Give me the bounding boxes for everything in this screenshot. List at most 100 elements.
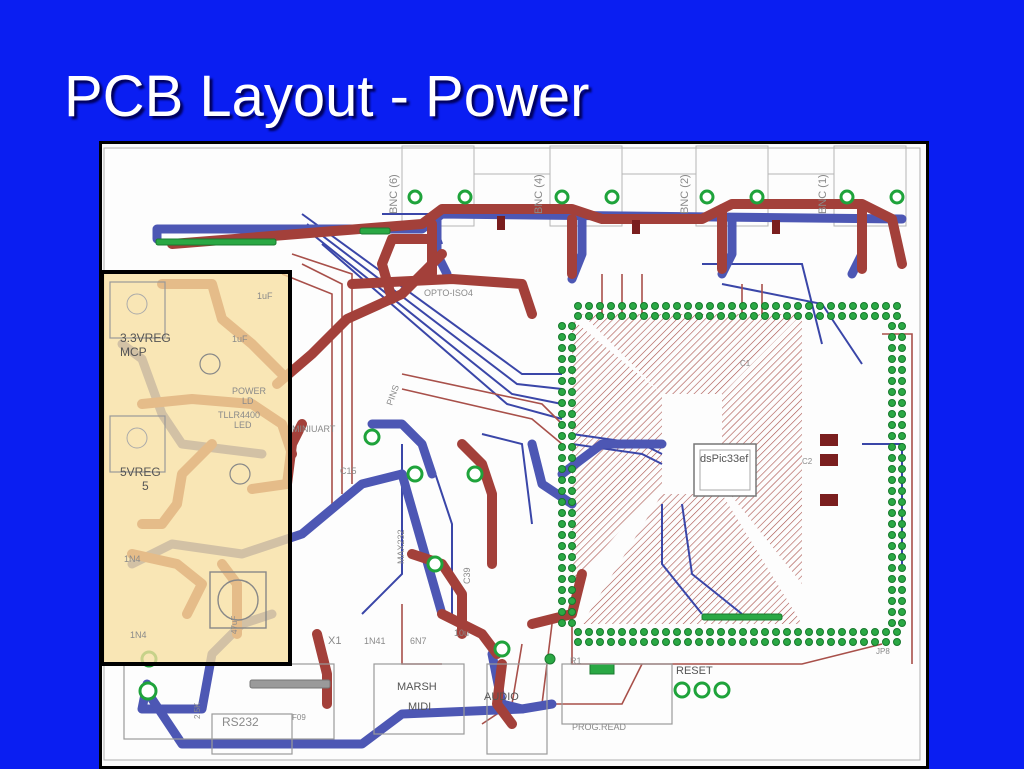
cpu-pad — [888, 553, 896, 561]
cpu-pad — [888, 498, 896, 506]
label-opto: OPTO-ISO4 — [424, 288, 473, 298]
cpu-pad — [568, 443, 576, 451]
cpu-pad — [568, 410, 576, 418]
cpu-pad — [673, 302, 681, 310]
cpu-pad — [772, 628, 780, 636]
cpu-pad — [596, 628, 604, 636]
cpu-pad — [849, 628, 857, 636]
cpu-pad — [629, 638, 637, 646]
cpu-pad — [783, 628, 791, 636]
cpu-pad — [558, 366, 566, 374]
cpu-pad — [888, 520, 896, 528]
cpu-pad — [893, 302, 901, 310]
cpu-pad — [838, 638, 846, 646]
cpu-pad — [558, 564, 566, 572]
cpu-pad — [607, 638, 615, 646]
pcb-layout-drawing: dsPic33ef — [102, 145, 921, 761]
label-bnc4: BNC (4) — [533, 174, 545, 214]
cpu-pad — [888, 421, 896, 429]
cpu-pad — [558, 476, 566, 484]
cpu-pad — [568, 608, 576, 616]
cpu-pad — [558, 498, 566, 506]
cpu-pad — [585, 638, 593, 646]
cpu-pad — [607, 628, 615, 636]
cpu-pad — [838, 628, 846, 636]
cpu-pad — [888, 355, 896, 363]
cpu-pad — [898, 465, 906, 473]
cpu-pad — [871, 302, 879, 310]
label-reset: RESET — [676, 665, 713, 677]
cpu-pad — [805, 628, 813, 636]
cpu-pad — [888, 487, 896, 495]
cpu-pad — [618, 312, 626, 320]
cpu-pad — [772, 312, 780, 320]
label-r1: R1 — [570, 656, 582, 666]
cpu-pad — [772, 302, 780, 310]
cpu-pad — [706, 638, 714, 646]
cpu-pad — [882, 302, 890, 310]
cpu-pad — [568, 509, 576, 517]
cpu-pad — [898, 597, 906, 605]
cpu-pad — [558, 509, 566, 517]
label-bnc2: BNC (2) — [679, 174, 691, 214]
cpu-pad — [871, 638, 879, 646]
cpu-pad — [695, 638, 703, 646]
label-ld: LD — [242, 396, 254, 406]
label-5vreg-b: 5 — [142, 479, 149, 493]
cpu-pad — [568, 421, 576, 429]
cpu-pad — [898, 377, 906, 385]
cpu-pad — [898, 575, 906, 583]
cpu-pad — [794, 302, 802, 310]
cpu-pad — [893, 638, 901, 646]
cpu-pad — [558, 619, 566, 627]
cpu-pad — [673, 312, 681, 320]
cpu-pad — [888, 476, 896, 484]
cpu-pad — [640, 638, 648, 646]
cpu-pad — [898, 608, 906, 616]
cpu-pad — [898, 322, 906, 330]
cpu-fanout — [572, 314, 802, 624]
cpu-pad — [662, 628, 670, 636]
cpu-pad — [888, 432, 896, 440]
label-c2: C2 — [802, 457, 813, 466]
cpu-pad — [838, 302, 846, 310]
cpu-pad — [585, 628, 593, 636]
cpu-pad — [783, 312, 791, 320]
cpu-pad — [838, 312, 846, 320]
cpu-pad — [750, 638, 758, 646]
cpu-pad — [574, 628, 582, 636]
cpu-pad — [898, 520, 906, 528]
cpu-pad — [882, 638, 890, 646]
cpu-pad — [568, 333, 576, 341]
cpu-pad — [898, 355, 906, 363]
cpu-pad — [888, 597, 896, 605]
cpu-pad — [898, 542, 906, 550]
cpu-pad — [558, 531, 566, 539]
cpu-pad — [898, 619, 906, 627]
cpu-pad — [568, 355, 576, 363]
cpu-pad — [558, 443, 566, 451]
board-labels: BNC (6) BNC (4) BNC (2) BNC (1) OPTO-ISO… — [120, 174, 890, 732]
cpu-pad — [640, 628, 648, 636]
label-3v3reg: 3.3VREG — [120, 331, 171, 345]
cpu-pad — [860, 302, 868, 310]
cpu-pad — [794, 638, 802, 646]
cpu-pad — [558, 388, 566, 396]
cpu-pad — [888, 344, 896, 352]
label-c15: C15 — [340, 466, 357, 476]
cpu-pad — [898, 333, 906, 341]
cpu-pad — [888, 564, 896, 572]
cpu-pad — [860, 312, 868, 320]
cpu-pad — [888, 454, 896, 462]
cpu-pad — [898, 432, 906, 440]
label-1n41: 1N41 — [364, 636, 386, 646]
cpu-pad — [888, 509, 896, 517]
cpu-pad — [558, 344, 566, 352]
cpu-pad — [888, 586, 896, 594]
slide-title: PCB Layout - Power — [64, 64, 590, 129]
cpu-pad — [607, 312, 615, 320]
cpu-pad — [684, 628, 692, 636]
label-1uf-a: 1uF — [257, 291, 273, 301]
cpu-pad — [695, 628, 703, 636]
cpu-pad — [728, 628, 736, 636]
